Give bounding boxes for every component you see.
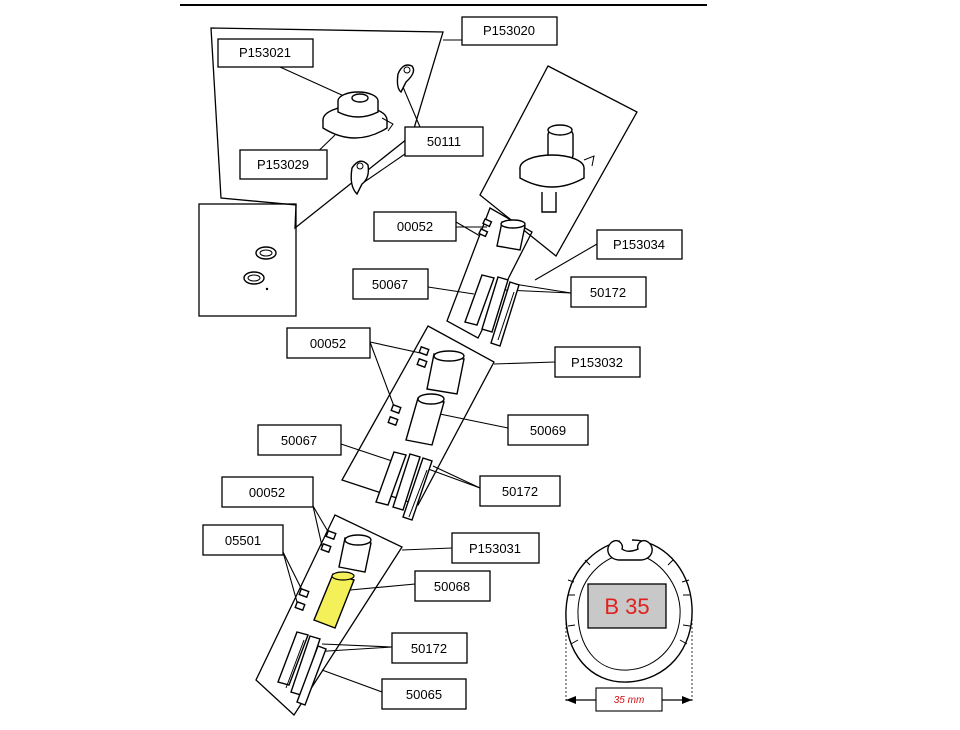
- label-00052-a: 00052: [373, 211, 457, 242]
- coupler-part-b: [426, 350, 465, 395]
- svg-text:P153034: P153034: [613, 237, 665, 252]
- label-P153032: P153032: [554, 346, 641, 378]
- svg-text:P153020: P153020: [483, 23, 535, 38]
- tube-code: B 35: [604, 594, 649, 619]
- svg-text:00052: 00052: [397, 219, 433, 234]
- panel-top-right: [479, 65, 638, 257]
- svg-text:50068: 50068: [434, 579, 470, 594]
- adapter-00052-a: [478, 217, 493, 238]
- svg-text:50069: 50069: [530, 423, 566, 438]
- svg-text:50111: 50111: [427, 134, 461, 149]
- label-P153031: P153031: [451, 532, 540, 564]
- label-50068: 50068: [414, 570, 491, 602]
- svg-text:P153021: P153021: [239, 45, 291, 60]
- rods-part-c: [277, 631, 327, 706]
- drive-head-part: [519, 124, 595, 213]
- svg-text:P153031: P153031: [469, 541, 521, 556]
- highlighted-part-50068: [313, 571, 355, 629]
- panel-small-detail: [198, 203, 297, 317]
- panel-top-left: [210, 27, 444, 230]
- cap-part-50069: [405, 393, 445, 446]
- panel-bottom: [255, 514, 403, 717]
- label-00052-b: 00052: [286, 327, 371, 359]
- label-P153021: P153021: [217, 38, 314, 68]
- leader-lines: [279, 39, 598, 693]
- label-50069: 50069: [507, 414, 589, 446]
- svg-text:05501: 05501: [225, 533, 261, 548]
- svg-text:00052: 00052: [310, 336, 346, 351]
- pin-clip-bottom: [350, 160, 370, 196]
- label-P153034: P153034: [596, 229, 683, 260]
- label-50172-a: 50172: [570, 276, 647, 308]
- tube-profile: 35 mm B 35: [565, 539, 693, 712]
- label-P153020: P153020: [461, 16, 558, 46]
- label-50065: 50065: [381, 678, 467, 710]
- coupler-part-a: [496, 219, 526, 251]
- svg-text:50067: 50067: [281, 433, 317, 448]
- dimension-arrow-right: [682, 696, 692, 704]
- panel-middle: [341, 325, 495, 506]
- rods-part-b: [375, 451, 433, 521]
- coupler-part-c: [338, 534, 372, 573]
- svg-text:00052: 00052: [249, 485, 285, 500]
- dimension-arrow-left: [566, 696, 576, 704]
- label-P153029: P153029: [239, 149, 328, 180]
- adapter-00052-c: [294, 529, 337, 612]
- dimension-label: 35 mm: [614, 695, 645, 706]
- svg-text:P153029: P153029: [257, 157, 309, 172]
- control-unit-part: [322, 91, 394, 139]
- svg-text:50172: 50172: [502, 484, 538, 499]
- label-05501: 05501: [202, 524, 284, 556]
- label-50111: 50111: [404, 126, 484, 157]
- svg-text:50067: 50067: [372, 277, 408, 292]
- adapter-00052-b: [387, 345, 430, 427]
- tube-code-box: [587, 583, 667, 629]
- svg-text:P153032: P153032: [571, 355, 623, 370]
- label-50067-a: 50067: [352, 268, 429, 300]
- label-50172-c: 50172: [391, 632, 468, 664]
- svg-text:50065: 50065: [406, 687, 442, 702]
- pin-clip-top: [396, 64, 415, 94]
- svg-text:50172: 50172: [590, 285, 626, 300]
- label-50172-b: 50172: [479, 475, 561, 507]
- ring-detail: [243, 246, 277, 291]
- label-00052-c: 00052: [221, 476, 314, 508]
- rods-part-a: [464, 274, 520, 347]
- svg-text:50172: 50172: [411, 641, 447, 656]
- dimension-label-box: [595, 687, 663, 712]
- label-50067-b: 50067: [257, 424, 342, 456]
